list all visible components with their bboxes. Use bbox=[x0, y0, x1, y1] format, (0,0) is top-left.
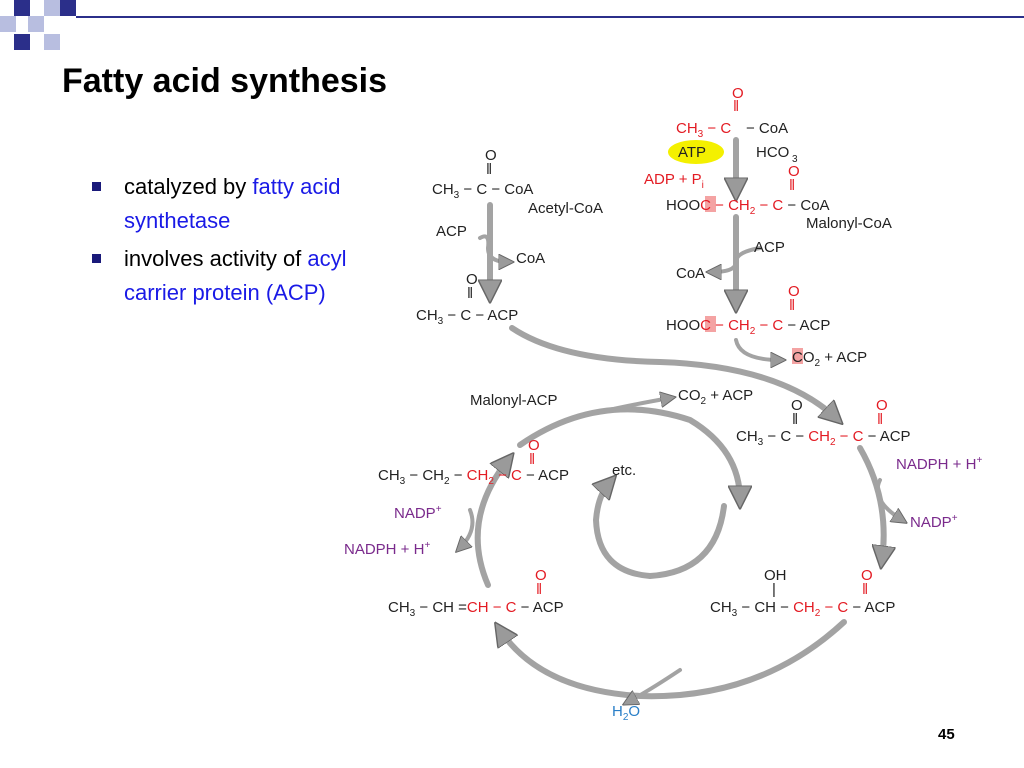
nadp-label-left: NADP+ bbox=[394, 504, 442, 522]
co2-acp-label-2: CO2 + ACP bbox=[678, 387, 753, 407]
deco-square bbox=[44, 34, 60, 50]
svg-text:CH3 − CH2 − CH2 − C − ACP: CH3 − CH2 − CH2 − C − ACP bbox=[378, 467, 569, 487]
bullet-highlight: fatty acid synthetase bbox=[124, 174, 341, 233]
atp-label: ATP bbox=[678, 144, 706, 161]
bullet-square-icon bbox=[92, 254, 101, 263]
svg-text:O: O bbox=[788, 163, 800, 180]
nadph-label-left: NADPH + H+ bbox=[344, 540, 430, 558]
acetyl-coa-structure: O ‖ CH3 − C − CoA bbox=[432, 147, 533, 201]
coa-output-label: CoA bbox=[516, 250, 545, 267]
bullet-item: catalyzed by fatty acid synthetase bbox=[88, 170, 378, 238]
deco-square bbox=[0, 16, 16, 32]
adp-label: ADP + Pi bbox=[644, 171, 704, 191]
deco-square bbox=[28, 16, 44, 32]
coa-output-label-2: CoA bbox=[676, 265, 705, 282]
svg-text:‖: ‖ bbox=[467, 285, 473, 302]
svg-text:‖: ‖ bbox=[877, 411, 883, 428]
acetyl-acp-structure: O ‖ CH3 − C − ACP bbox=[416, 271, 518, 327]
svg-text:O: O bbox=[466, 271, 478, 288]
acetyl-coa-top: O ‖ CH3 − C − CoA bbox=[676, 85, 788, 140]
svg-text:CH3 − C − CH2 − C − ACP: CH3 − C − CH2 − C − ACP bbox=[736, 428, 911, 448]
acetoacetyl-acp-structure: O ‖ O ‖ CH3 − C − CH2 − C − ACP bbox=[736, 397, 911, 448]
atp-highlight bbox=[668, 140, 724, 164]
svg-text:‖: ‖ bbox=[529, 451, 535, 468]
hco3-sub: 3 bbox=[792, 154, 798, 165]
svg-text:‖: ‖ bbox=[789, 297, 795, 314]
svg-text:CH3 − C − ACP: CH3 − C − ACP bbox=[416, 307, 518, 327]
svg-text:‖: ‖ bbox=[862, 581, 868, 598]
svg-text:OH: OH bbox=[764, 567, 787, 584]
deco-square bbox=[60, 0, 76, 16]
malonyl-coa-structure: O ‖ HOOC − CH2 − C − CoA bbox=[666, 163, 830, 217]
svg-text:CH3 − C − CoA: CH3 − C − CoA bbox=[432, 181, 533, 201]
svg-text:CH3 − CH =CH − C − ACP: CH3 − CH =CH − C − ACP bbox=[388, 599, 564, 619]
svg-text:‖: ‖ bbox=[792, 411, 798, 428]
etc-label: etc. bbox=[612, 462, 636, 479]
svg-text:O: O bbox=[791, 397, 803, 414]
co2-acp-label-1: CO2 + ACP bbox=[792, 349, 867, 369]
svg-text:O: O bbox=[528, 437, 540, 454]
svg-text:‖: ‖ bbox=[536, 581, 542, 598]
bullet-text: involves activity of bbox=[124, 246, 308, 271]
bullet-item: involves activity of acyl carrier protei… bbox=[88, 242, 378, 310]
header-rule bbox=[76, 16, 1024, 18]
svg-text:‖: ‖ bbox=[733, 98, 739, 115]
svg-text:HOOC − CH2 − C − ACP: HOOC − CH2 − C − ACP bbox=[666, 317, 830, 337]
svg-text:− CoA: − CoA bbox=[746, 120, 788, 137]
nadp-label-right: NADP+ bbox=[910, 513, 958, 531]
svg-text:CH3 − C: CH3 − C bbox=[676, 120, 731, 140]
bullet-list: catalyzed by fatty acid synthetase invol… bbox=[88, 170, 378, 314]
acp-input-label: ACP bbox=[436, 223, 467, 240]
deco-square bbox=[14, 0, 30, 16]
svg-text:‖: ‖ bbox=[789, 177, 795, 194]
svg-text:O: O bbox=[535, 567, 547, 584]
butyryl-acp-structure: O ‖ CH3 − CH2 − CH2 − C − ACP bbox=[378, 437, 569, 487]
hydroxybutyryl-acp-structure: OH | O ‖ CH3 − CH − CH2 − C − ACP bbox=[710, 567, 895, 619]
svg-text:‖: ‖ bbox=[486, 161, 492, 178]
crotonyl-acp-structure: O ‖ CH3 − CH =CH − C − ACP bbox=[388, 567, 564, 619]
acetyl-coa-label: Acetyl-CoA bbox=[528, 200, 603, 217]
malonyl-coa-label: Malonyl-CoA bbox=[806, 215, 892, 232]
deco-square bbox=[44, 0, 60, 16]
bullet-square-icon bbox=[92, 182, 101, 191]
svg-text:|: | bbox=[772, 581, 776, 598]
svg-text:HOOC − CH2 − C − CoA: HOOC − CH2 − C − CoA bbox=[666, 197, 830, 217]
svg-text:CH3 − CH − CH2 − C − ACP: CH3 − CH − CH2 − C − ACP bbox=[710, 599, 895, 619]
bullet-text: catalyzed by bbox=[124, 174, 253, 199]
svg-text:O: O bbox=[861, 567, 873, 584]
h2o-label: H2O bbox=[612, 703, 640, 723]
acp-input-label-2: ACP bbox=[754, 239, 785, 256]
deco-square bbox=[14, 34, 30, 50]
malonyl-acp-label: Malonyl-ACP bbox=[470, 392, 558, 409]
bullet-highlight: acyl carrier protein (ACP) bbox=[124, 246, 347, 305]
page-number: 45 bbox=[938, 726, 955, 743]
slide-title: Fatty acid synthesis bbox=[62, 62, 388, 100]
svg-text:O: O bbox=[876, 397, 888, 414]
svg-text:O: O bbox=[788, 283, 800, 300]
svg-text:O: O bbox=[732, 85, 744, 102]
svg-text:O: O bbox=[485, 147, 497, 164]
malonyl-acp-structure: O ‖ HOOC − CH2 − C − ACP bbox=[666, 283, 830, 337]
reaction-arrows bbox=[460, 137, 902, 702]
nadph-label-right: NADPH + H+ bbox=[896, 455, 982, 473]
co2-highlight bbox=[792, 348, 803, 364]
hco3-label: HCO bbox=[756, 144, 789, 161]
